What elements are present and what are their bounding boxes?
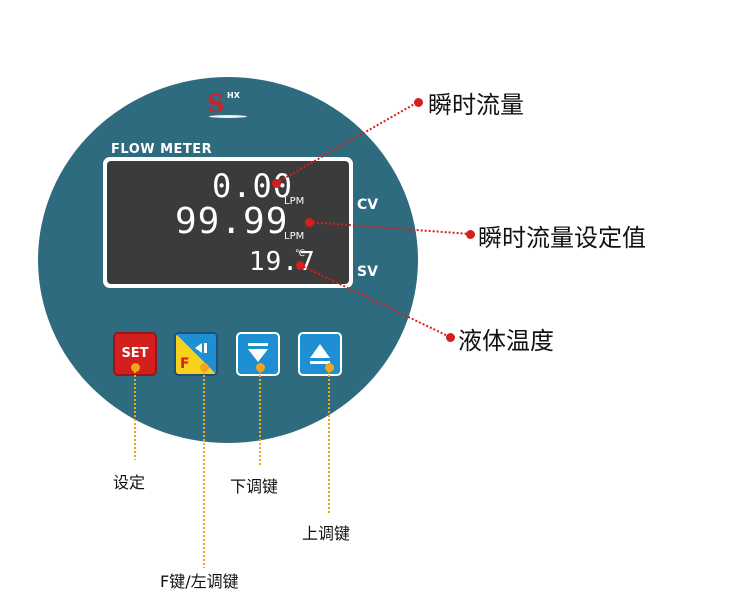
current-flow-unit: LPM xyxy=(284,196,305,207)
label-set-key: 设定 xyxy=(113,473,146,492)
callout-instant-flow: 瞬时流量 xyxy=(428,91,524,119)
f-button-label: F xyxy=(180,356,190,372)
instant-flow-callout-dot xyxy=(414,98,423,107)
up-button[interactable] xyxy=(298,332,342,376)
callout-flow-setpoint: 瞬时流量设定值 xyxy=(478,224,646,252)
setpoint-flow-unit: LPM xyxy=(284,231,305,242)
meter-title: FLOW METER xyxy=(111,142,213,157)
set-button-marker xyxy=(131,363,140,372)
temperature-unit: ℃ xyxy=(295,249,306,259)
callout-liquid-temperature: 液体温度 xyxy=(458,327,554,355)
logo-swoosh xyxy=(209,115,247,118)
set-button-label: SET xyxy=(121,346,149,361)
temperature-marker xyxy=(296,261,305,270)
label-f-left-key: F键/左调键 xyxy=(160,572,239,591)
setpoint-marker xyxy=(305,218,314,227)
f-button-marker xyxy=(200,363,209,372)
brand-mark: S xyxy=(207,89,225,118)
label-up-key: 上调键 xyxy=(302,524,351,543)
brand-logo: S HX xyxy=(205,89,251,123)
triangle-up-icon xyxy=(310,344,330,364)
sv-label: SV xyxy=(357,264,378,280)
setpoint-callout-dot xyxy=(466,230,475,239)
cv-label: CV xyxy=(357,197,379,213)
label-down-key: 下调键 xyxy=(230,477,279,496)
current-flow-marker xyxy=(272,179,281,188)
down-button-marker xyxy=(256,363,265,372)
triangle-down-icon xyxy=(248,343,268,362)
temperature-callout-dot xyxy=(446,333,455,342)
up-button-marker xyxy=(325,363,334,372)
setpoint-flow-readout: 99.99 xyxy=(175,201,289,242)
brand-superscript: HX xyxy=(227,91,240,100)
